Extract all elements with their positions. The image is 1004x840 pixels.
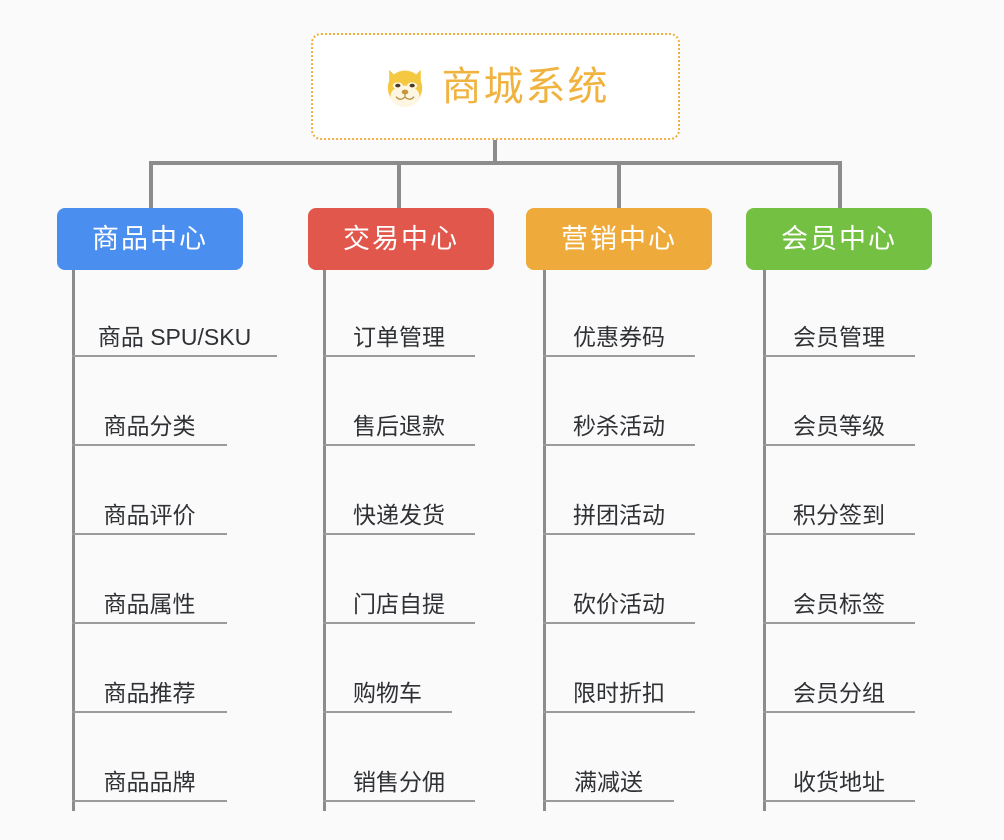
leaf-underline bbox=[323, 444, 475, 446]
root-node[interactable]: 商城系统 bbox=[311, 33, 680, 140]
leaf-label: 销售分佣 bbox=[353, 769, 445, 795]
leaf-label: 秒杀活动 bbox=[573, 413, 665, 439]
leaf-label: 购物车 bbox=[353, 680, 422, 706]
leaf-underline bbox=[72, 711, 227, 713]
leaf-label: 积分签到 bbox=[793, 502, 885, 528]
branch-header-member-center[interactable]: 会员中心 bbox=[746, 208, 932, 270]
leaf-label: 商品推荐 bbox=[103, 680, 196, 706]
leaf-label: 会员管理 bbox=[793, 324, 885, 350]
leaf-underline bbox=[543, 711, 695, 713]
leaf-label: 商品评价 bbox=[103, 502, 196, 528]
branch-header-label: 交易中心 bbox=[343, 223, 459, 254]
branch-bus-line bbox=[149, 161, 842, 165]
branch-drop-line-1 bbox=[149, 161, 153, 209]
leaf-underline bbox=[763, 622, 915, 624]
leaf-label: 收货地址 bbox=[793, 769, 885, 795]
leaf-underline bbox=[72, 800, 227, 802]
leaf-underline bbox=[763, 800, 915, 802]
leaf-underline bbox=[543, 444, 695, 446]
leaf-underline bbox=[323, 711, 452, 713]
leaf-label: 会员分组 bbox=[793, 680, 885, 706]
leaf-underline bbox=[543, 355, 695, 357]
branch-header-label: 营销中心 bbox=[561, 223, 677, 254]
branch-header-marketing-center[interactable]: 营销中心 bbox=[526, 208, 712, 270]
root-label: 商城系统 bbox=[441, 64, 610, 109]
leaf-label: 订单管理 bbox=[353, 324, 445, 350]
leaf-label: 满减送 bbox=[574, 769, 643, 795]
leaf-underline bbox=[763, 444, 915, 446]
branch-trunk-trade-center bbox=[323, 270, 326, 811]
leaf-label: 快递发货 bbox=[353, 502, 445, 528]
root-connector-line bbox=[493, 140, 497, 165]
branch-header-trade-center[interactable]: 交易中心 bbox=[308, 208, 494, 270]
leaf-underline bbox=[323, 800, 475, 802]
leaf-underline bbox=[763, 533, 915, 535]
leaf-label: 售后退款 bbox=[353, 413, 445, 439]
branch-trunk-product-center bbox=[72, 270, 75, 811]
leaf-underline bbox=[543, 800, 674, 802]
leaf-label: 砍价活动 bbox=[573, 591, 665, 617]
branch-drop-line-3 bbox=[617, 161, 621, 209]
leaf-label: 限时折扣 bbox=[573, 680, 665, 706]
leaf-label: 门店自提 bbox=[353, 591, 445, 617]
leaf-underline bbox=[72, 622, 227, 624]
branch-header-product-center[interactable]: 商品中心 bbox=[57, 208, 243, 270]
branch-header-label: 会员中心 bbox=[781, 223, 897, 254]
leaf-label: 商品分类 bbox=[103, 413, 196, 439]
leaf-underline bbox=[543, 533, 695, 535]
leaf-label: 优惠券码 bbox=[573, 324, 665, 350]
leaf-underline bbox=[72, 444, 227, 446]
branch-trunk-marketing-center bbox=[543, 270, 546, 811]
leaf-underline bbox=[763, 711, 915, 713]
leaf-underline bbox=[763, 355, 915, 357]
leaf-underline bbox=[323, 355, 475, 357]
branch-drop-line-2 bbox=[397, 161, 401, 209]
leaf-underline bbox=[72, 355, 277, 357]
leaf-label: 会员等级 bbox=[793, 413, 885, 439]
leaf-underline bbox=[72, 533, 227, 535]
leaf-label: 商品 SPU/SKU bbox=[97, 324, 252, 350]
branch-drop-line-4 bbox=[838, 161, 842, 209]
leaf-label: 商品品牌 bbox=[103, 769, 196, 795]
leaf-label: 拼团活动 bbox=[573, 502, 665, 528]
leaf-underline bbox=[543, 622, 695, 624]
leaf-label: 会员标签 bbox=[793, 591, 885, 617]
leaf-label: 商品属性 bbox=[103, 591, 196, 617]
branch-trunk-member-center bbox=[763, 270, 766, 811]
leaf-underline bbox=[323, 533, 475, 535]
shiba-dog-icon bbox=[387, 69, 422, 107]
leaf-underline bbox=[323, 622, 475, 624]
branch-header-label: 商品中心 bbox=[92, 223, 208, 254]
